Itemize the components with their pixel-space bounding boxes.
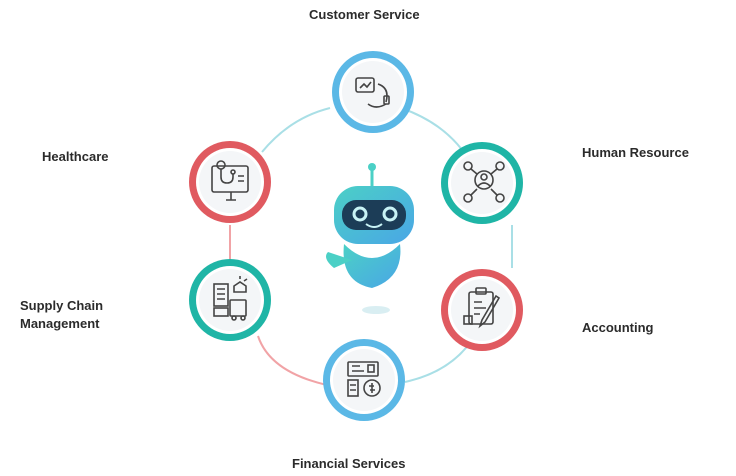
label-healthcare: Healthcare <box>42 149 109 164</box>
node-accounting <box>441 269 523 351</box>
node-customer-service <box>332 51 414 133</box>
connector-arc-bottom-right <box>404 339 473 383</box>
people-network-icon <box>463 161 505 203</box>
support-headset-icon <box>355 77 390 108</box>
label-accounting: Accounting <box>582 320 654 335</box>
node-supply-chain-management <box>189 259 271 341</box>
node-financial-services <box>323 339 405 421</box>
label-supply-chain-management: Supply Chain Management <box>20 298 104 331</box>
connector-arc-bottom-left <box>257 335 328 386</box>
bank-dollar-icon <box>347 361 381 397</box>
clipboard-pen-icon <box>463 287 501 329</box>
truck-warehouse-icon <box>213 276 248 321</box>
medical-monitor-icon <box>211 160 249 201</box>
label-financial-services: Financial Services <box>292 456 406 471</box>
label-customer-service: Customer Service <box>309 7 420 22</box>
label-human-resource: Human Resource <box>582 145 689 160</box>
node-human-resource <box>441 142 523 224</box>
node-healthcare <box>189 141 271 223</box>
connector-arc-top-left <box>261 107 331 153</box>
chatbot-robot-icon <box>326 163 414 314</box>
